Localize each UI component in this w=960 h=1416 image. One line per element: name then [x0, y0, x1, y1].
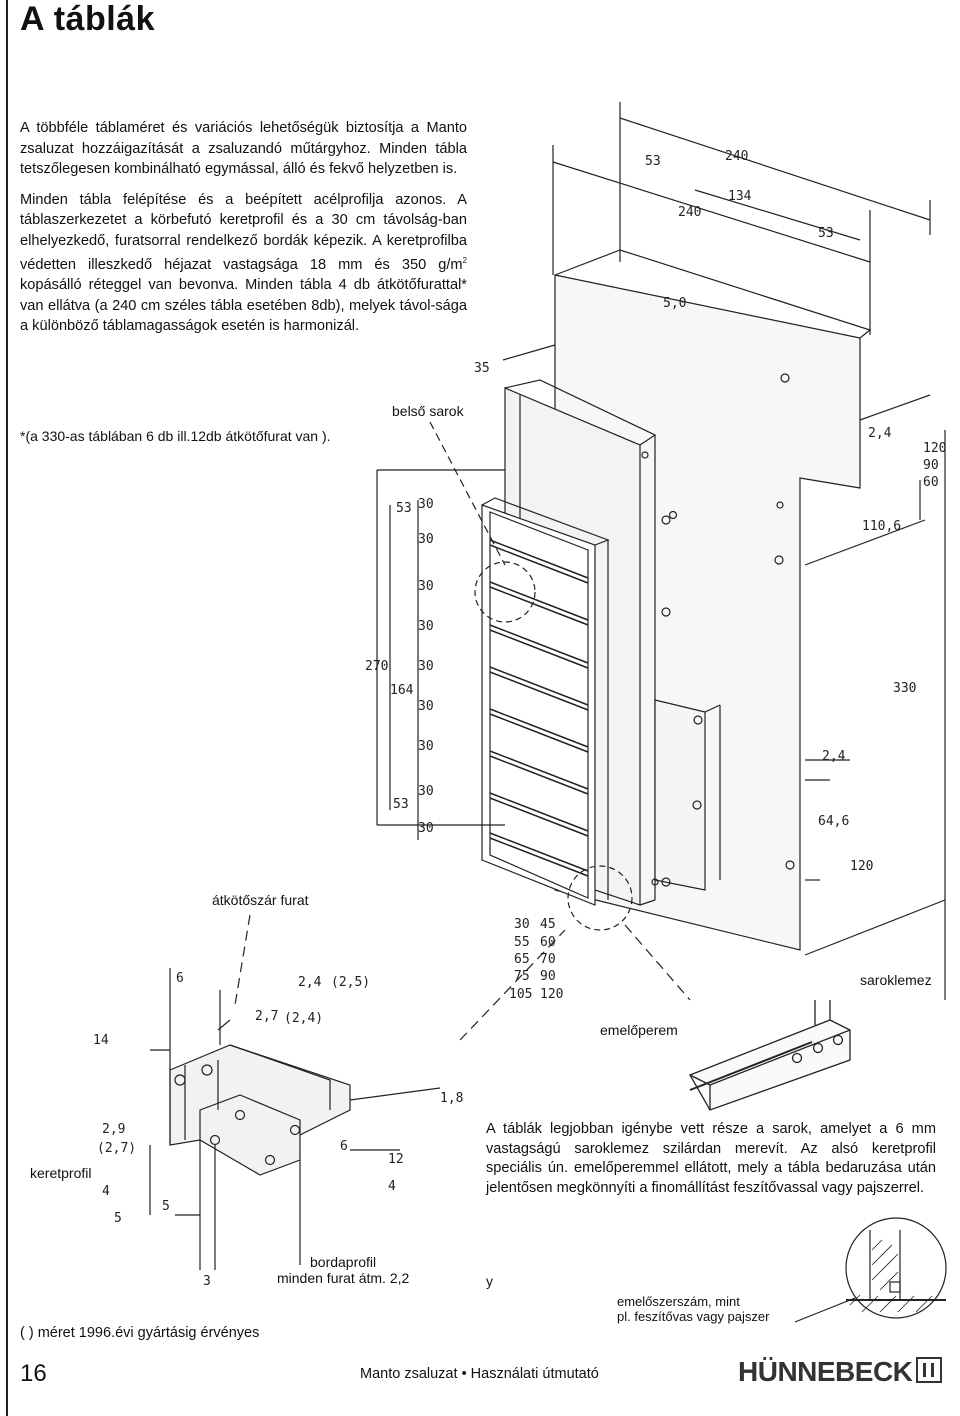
svg-text:120: 120 — [923, 441, 946, 456]
svg-text:4: 4 — [102, 1184, 110, 1199]
svg-text:30: 30 — [418, 784, 434, 799]
svg-text:(2,7): (2,7) — [97, 1141, 136, 1156]
label-crowbar: pl. feszítővas vagy pajszer — [617, 1309, 770, 1324]
intro-paragraph-2b: kopásálló réteggel van bevonva. Minden t… — [20, 277, 467, 335]
front-frame — [481, 504, 596, 906]
brand-logo-text: HÜNNEBECK — [738, 1356, 913, 1387]
svg-text:30: 30 — [418, 579, 434, 594]
label-y: y — [486, 1273, 493, 1289]
label-frame-profile: keretprofil — [30, 1165, 92, 1181]
svg-text:45: 45 — [540, 917, 556, 932]
svg-text:30: 30 — [418, 739, 434, 754]
brand-logo-icon — [916, 1357, 943, 1383]
svg-text:3: 3 — [203, 1274, 211, 1289]
svg-text:53: 53 — [818, 226, 834, 241]
brand-logo: HÜNNEBECK — [738, 1356, 943, 1388]
label-corner-plate: saroklemez — [860, 972, 932, 988]
lifting-tool-detail — [794, 1217, 947, 1323]
svg-text:240: 240 — [725, 149, 748, 164]
svg-text:60: 60 — [540, 935, 556, 950]
svg-text:2,9: 2,9 — [102, 1122, 125, 1137]
intro-paragraph-1: A többféle táblaméret és variációs lehet… — [20, 120, 467, 177]
label-lifting-tool: emelőszerszám, mint — [617, 1294, 740, 1309]
svg-text:30: 30 — [418, 821, 434, 836]
svg-text:14: 14 — [93, 1033, 109, 1048]
svg-text:30: 30 — [418, 497, 434, 512]
profile-detail — [149, 968, 441, 1270]
svg-text:90: 90 — [540, 969, 556, 984]
label-lifting-rim: emelőperem — [600, 1022, 678, 1038]
svg-text:53: 53 — [396, 501, 412, 516]
footer-title: Manto zsaluzat • Használati útmutató — [360, 1366, 599, 1382]
footer-bullet: • — [461, 1366, 467, 1382]
intro-paragraph-2: Minden tábla felépítése és a beépített a… — [20, 190, 467, 337]
svg-text:270: 270 — [365, 659, 388, 674]
svg-text:30: 30 — [418, 532, 434, 547]
page-margin-line — [6, 0, 8, 1416]
svg-text:60: 60 — [923, 475, 939, 490]
svg-text:2,4: 2,4 — [298, 975, 322, 990]
footer-manual: Használati útmutató — [470, 1366, 599, 1382]
svg-text:30: 30 — [418, 699, 434, 714]
page-number: 16 — [20, 1360, 47, 1387]
svg-text:1,8: 1,8 — [440, 1091, 463, 1106]
intro-text: A többféle táblaméret és variációs lehet… — [20, 118, 467, 347]
svg-text:12: 12 — [388, 1152, 404, 1167]
svg-text:90: 90 — [923, 458, 939, 473]
footer-product: Manto zsaluzat — [360, 1366, 458, 1382]
svg-text:30: 30 — [418, 659, 434, 674]
svg-text:4: 4 — [388, 1179, 396, 1194]
ribs — [489, 539, 589, 877]
svg-text:6: 6 — [176, 971, 184, 986]
svg-text:2,4: 2,4 — [822, 749, 846, 764]
svg-text:5: 5 — [162, 1199, 170, 1214]
svg-text:30: 30 — [514, 917, 530, 932]
svg-text:64,6: 64,6 — [818, 814, 849, 829]
svg-text:(2,4): (2,4) — [284, 1011, 323, 1026]
svg-text:30: 30 — [418, 619, 434, 634]
corner-plate-detail — [689, 1000, 851, 1111]
svg-text:35: 35 — [474, 361, 490, 376]
svg-text:105: 105 — [509, 987, 532, 1002]
label-size-note: ( ) méret 1996.évi gyártásig érvényes — [20, 1325, 260, 1341]
svg-text:2,7: 2,7 — [255, 1009, 278, 1024]
corner-description: A táblák legjobban igénybe vett része a … — [486, 1121, 936, 1196]
superscript-2: 2 — [462, 256, 467, 265]
svg-text:134: 134 — [728, 189, 752, 204]
svg-text:120: 120 — [850, 859, 873, 874]
svg-text:164: 164 — [390, 683, 414, 698]
svg-text:120: 120 — [540, 987, 563, 1002]
svg-text:70: 70 — [540, 952, 556, 967]
footnote: *(a 330-as táblában 6 db ill.12db átkötő… — [20, 428, 331, 444]
label-hole-diameter: minden furat átm. 2,2 — [277, 1270, 410, 1286]
page-title: A táblák — [20, 0, 156, 38]
svg-text:5: 5 — [114, 1211, 122, 1226]
svg-text:75: 75 — [514, 969, 530, 984]
svg-text:55: 55 — [514, 935, 530, 950]
label-tie-hole: átkötőszár furat — [212, 892, 309, 908]
label-rib-profile: bordaprofil — [310, 1254, 377, 1270]
intro-paragraph-2a: Minden tábla felépítése és a beépített a… — [20, 191, 467, 273]
svg-text:240: 240 — [678, 205, 701, 220]
svg-text:6: 6 — [340, 1139, 348, 1154]
label-inner-corner: belső sarok — [392, 403, 464, 419]
svg-text:53: 53 — [645, 154, 661, 169]
svg-text:330: 330 — [893, 681, 916, 696]
svg-text:(2,5): (2,5) — [331, 975, 370, 990]
svg-text:53: 53 — [393, 797, 409, 812]
back-panel-top — [554, 249, 872, 339]
svg-text:2,4: 2,4 — [868, 426, 892, 441]
svg-text:65: 65 — [514, 952, 530, 967]
svg-text:110,6: 110,6 — [862, 519, 901, 534]
svg-text:5,0: 5,0 — [663, 296, 686, 311]
